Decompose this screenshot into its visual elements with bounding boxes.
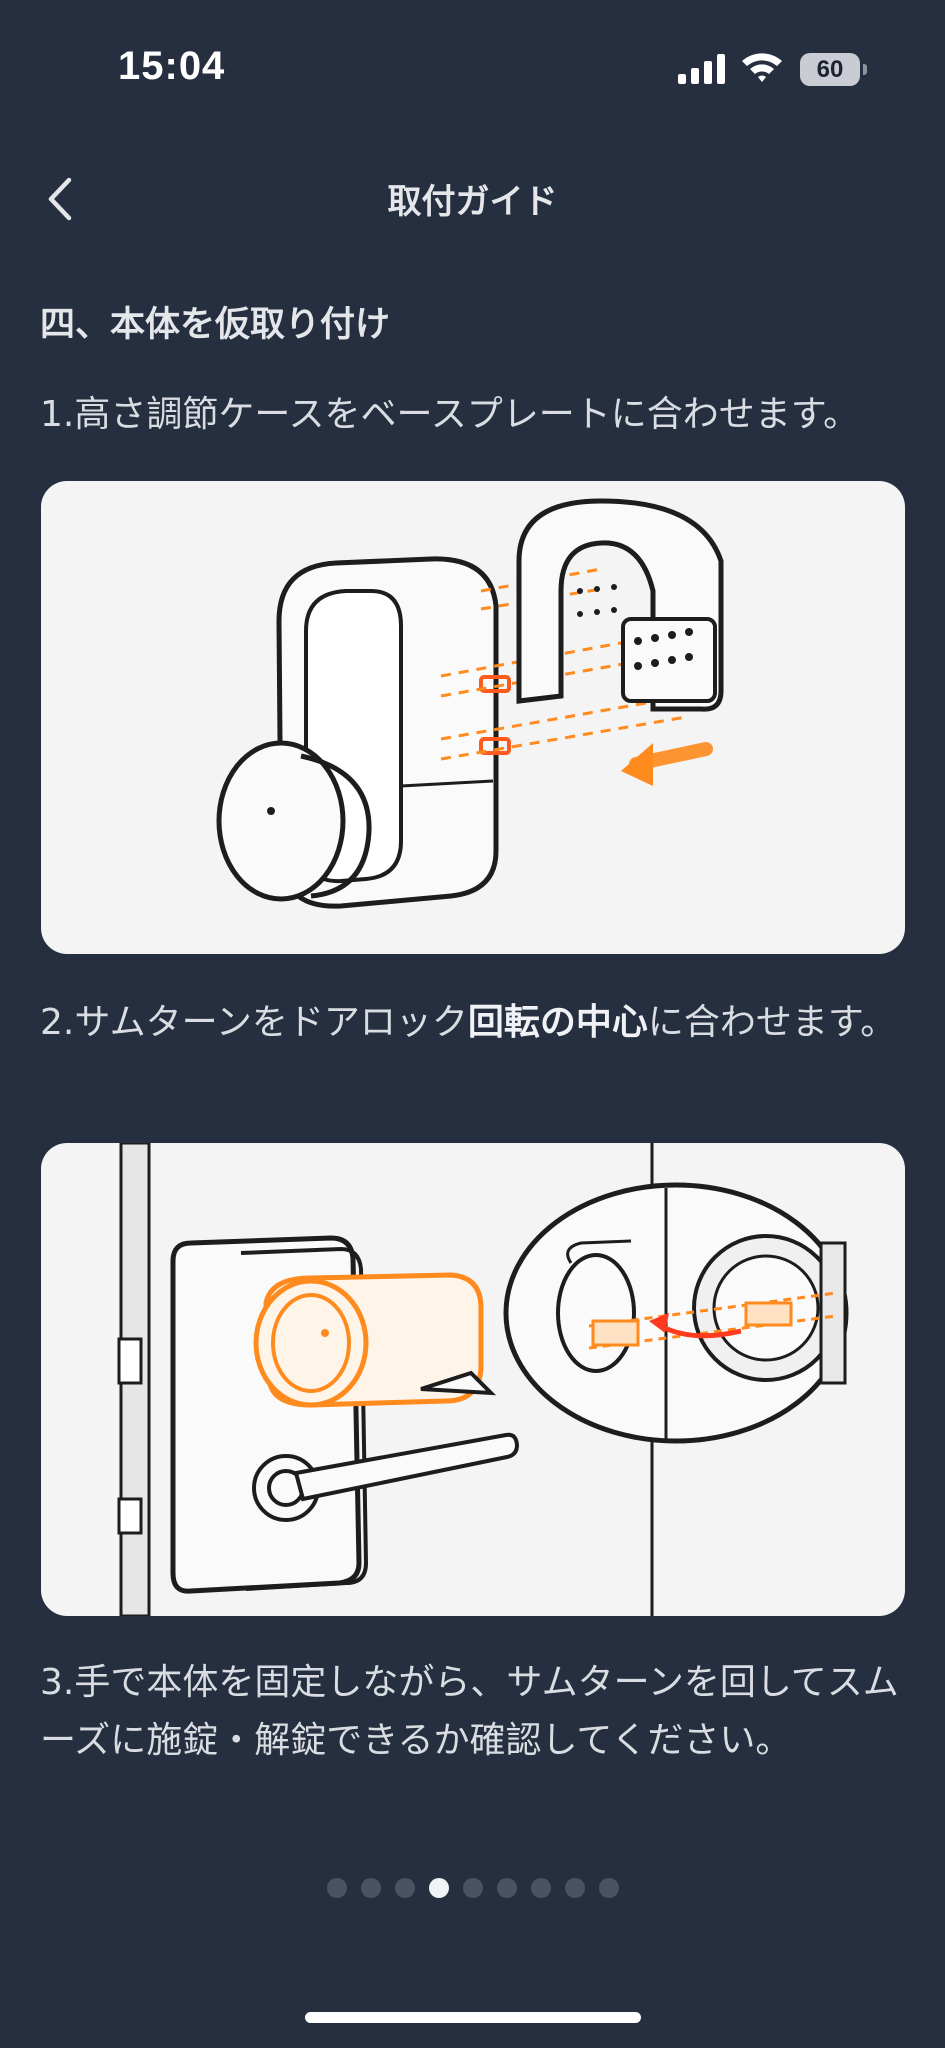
step-1-text: 1.高さ調節ケースをベースプレートに合わせます。 — [40, 394, 860, 435]
status-time: 15:04 — [118, 44, 226, 88]
signal-icon — [678, 54, 725, 84]
page-dot[interactable] — [462, 1878, 483, 1898]
step-2-text-before: 2.サムターンをドアロック — [40, 1002, 468, 1043]
step-3-text: 3.手で本体を固定しながら、サムターンを回してスムーズに施錠・解錠できるか確認し… — [40, 1662, 899, 1761]
page-dot[interactable] — [530, 1878, 551, 1898]
page-dot[interactable] — [360, 1878, 381, 1898]
page-dot[interactable] — [326, 1878, 347, 1898]
page-title: 取付ガイド — [387, 182, 558, 222]
battery-icon: 60 — [800, 53, 867, 86]
illustration-height-adjust-case — [41, 481, 905, 954]
pagination-dots — [0, 1878, 945, 1900]
page-dot[interactable] — [394, 1878, 415, 1898]
page-dot[interactable] — [564, 1878, 585, 1898]
step-2-text-bold: 回転の中心 — [467, 1002, 648, 1043]
page-dot[interactable] — [598, 1878, 619, 1898]
page-dot-active[interactable] — [428, 1878, 449, 1898]
home-indicator[interactable] — [305, 2012, 641, 2023]
back-button[interactable] — [30, 164, 90, 234]
nav-bar: 取付ガイド — [0, 150, 945, 246]
thumb-turn-diagram — [117, 1143, 849, 1616]
step-2-text-after: に合わせます。 — [647, 1002, 897, 1043]
chevron-left-icon — [48, 177, 72, 221]
lock-assembly-diagram — [216, 498, 724, 909]
section-title: 四、本体を仮取り付け — [40, 305, 391, 345]
page-dot[interactable] — [496, 1878, 517, 1898]
step-2-text: 2.サムターンをドアロック回転の中心に合わせます。 — [40, 994, 910, 1052]
illustration-thumb-turn-center — [41, 1143, 905, 1616]
wifi-icon — [742, 53, 782, 82]
status-bar: 15:04 60 — [0, 0, 945, 140]
